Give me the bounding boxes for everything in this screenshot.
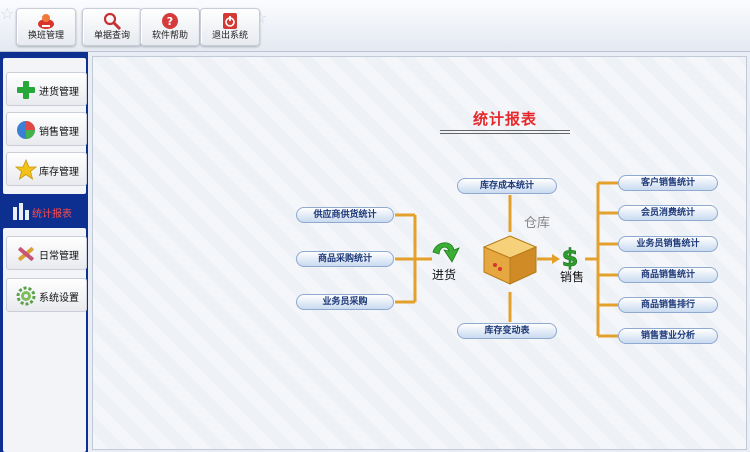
cashier-shift-icon [38,14,54,29]
report-supplier-supply[interactable]: 供应商供货统计 [296,207,394,223]
plus-icon [17,81,35,99]
arrow-to-sales [552,254,560,264]
pie-chart-icon [17,121,35,139]
sidebar: 进货管理 销售管理 库存管理 统计报表 [0,52,88,452]
exit-system-button[interactable]: 退出系统 [200,8,260,46]
report-product-purchase[interactable]: 商品采购统计 [296,251,394,267]
report-stock-cost[interactable]: 库存成本统计 [457,178,557,194]
sidebar-item-label: 统计报表 [32,209,72,220]
report-member-consumption[interactable]: 会员消费统计 [618,205,718,221]
tools-icon [18,247,34,261]
bar-chart-icon [13,203,29,220]
sidebar-item-sales[interactable]: 销售管理 [6,112,87,146]
document-query-button[interactable]: 单据查询 [82,8,142,46]
connector-lines [395,181,618,338]
report-salesman-sales[interactable]: 业务员销售统计 [618,236,718,252]
software-help-label: 软件帮助 [151,31,188,41]
sidebar-item-label: 日常管理 [39,251,79,262]
report-product-sales[interactable]: 商品销售统计 [618,267,718,283]
dollar-sign-icon: $ [561,244,579,273]
sidebar-item-label: 进货管理 [39,87,79,98]
sidebar-item-label: 库存管理 [39,167,79,178]
purchase-arrow-icon [432,242,460,263]
exit-power-icon [223,13,237,29]
sidebar-item-settings[interactable]: 系统设置 [6,278,87,312]
report-product-ranking[interactable]: 商品销售排行 [618,297,718,313]
title-underline [440,130,570,131]
top-toolbar: ☆ ☆ 换班管理 单据查询 ? 软件帮助 退出系统 [0,0,750,52]
sidebar-item-purchase[interactable]: 进货管理 [6,72,87,106]
main-content-area [92,56,747,450]
sidebar-top-panel: 进货管理 销售管理 库存管理 [3,58,87,194]
document-query-label: 单据查询 [93,31,130,41]
report-stock-change[interactable]: 库存变动表 [457,323,557,339]
star-icon [15,159,37,180]
report-salesman-purchase[interactable]: 业务员采购 [296,294,394,310]
warehouse-label: 仓库 [524,216,551,231]
search-icon [103,12,122,30]
shift-management-button[interactable]: 换班管理 [16,8,76,46]
page-title: 统计报表 [472,110,537,128]
sidebar-item-daily[interactable]: 日常管理 [6,236,87,270]
sidebar-item-label: 系统设置 [39,293,79,304]
decorative-star-icon: ☆ [0,4,15,23]
shift-management-label: 换班管理 [27,31,64,41]
report-sales-analysis[interactable]: 销售营业分析 [618,328,718,344]
exit-system-label: 退出系统 [211,31,248,41]
sidebar-item-reports[interactable]: 统计报表 [0,196,88,226]
svg-text:$: $ [562,244,579,272]
help-icon: ? [162,13,178,29]
sidebar-item-inventory[interactable]: 库存管理 [6,152,87,186]
report-customer-sales[interactable]: 客户销售统计 [618,175,718,191]
warehouse-box-icon [482,235,538,285]
title-underline [440,133,570,134]
sidebar-item-label: 销售管理 [39,127,79,138]
sales-label: 销售 [560,270,585,284]
svg-text:?: ? [167,15,173,28]
purchase-label: 进货 [432,268,457,282]
gear-icon [16,286,36,306]
software-help-button[interactable]: ? 软件帮助 [140,8,200,46]
sidebar-bottom-panel: 日常管理 系统设置 [3,228,87,452]
